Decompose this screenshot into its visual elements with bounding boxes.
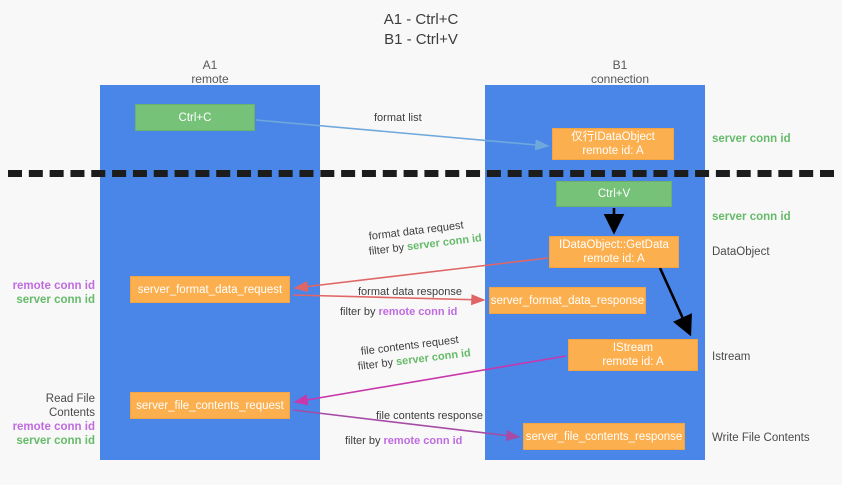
box-ctrl-v-label: Ctrl+V — [597, 188, 631, 200]
label-server-conn-id-left-2: server conn id — [16, 435, 95, 447]
label-remote-conn-id-1: remote conn id — [12, 280, 95, 292]
note-remote-conn-id-2: remote conn id — [383, 435, 463, 447]
box-server-format-data-response-label: server_format_data_response — [490, 294, 645, 307]
note-remote-conn-id-1: remote conn id — [378, 306, 458, 318]
box-server-file-contents-response[interactable]: server_file_contents_response — [523, 423, 685, 450]
box-server-format-data-response[interactable]: server_format_data_response — [489, 287, 646, 314]
label-istream: Istream — [712, 351, 751, 363]
note-filter-by-3: filter by — [357, 356, 394, 373]
label-remote-conn-id-2: remote conn id — [12, 421, 95, 433]
column-header-a1: A1 remote — [130, 58, 290, 86]
box-getdata-line1: IDataObject::GetData — [559, 239, 669, 251]
phase-divider — [8, 170, 834, 177]
box-server-format-data-request[interactable]: server_format_data_request — [130, 276, 290, 303]
column-header-b1-name: B1 — [612, 58, 628, 72]
box-ctrl-c-label: Ctrl+C — [178, 111, 212, 124]
box-server-format-data-request-label: server_format_data_request — [137, 283, 283, 296]
title-line-2: B1 - Ctrl+V — [384, 31, 458, 48]
box-ctrl-c[interactable]: Ctrl+C — [135, 104, 255, 131]
box-getdata-line2: remote id: A — [583, 253, 645, 265]
box-idataobject-line2: remote id: A — [582, 145, 644, 157]
label-server-conn-id-2: server conn id — [712, 211, 791, 223]
box-istream-line2: remote id: A — [602, 356, 664, 368]
note-format-data-response-filter: filter by remote conn id — [340, 305, 457, 320]
label-conn-ids-group-2: Read File Contents remote conn id server… — [0, 392, 95, 448]
box-istream-line1: IStream — [612, 342, 654, 354]
box-idataobject[interactable]: 仅行IDataObject remote id: A — [552, 128, 674, 160]
column-header-a1-role: remote — [191, 72, 229, 86]
note-filter-by-4: filter by — [345, 435, 381, 447]
box-server-file-contents-request-label: server_file_contents_request — [136, 399, 284, 412]
page-title: A1 - Ctrl+C B1 - Ctrl+V — [0, 10, 842, 50]
column-header-b1-role: connection — [590, 72, 650, 86]
column-header-b1: B1 connection — [540, 58, 700, 86]
note-file-contents-response: file contents response — [376, 410, 484, 422]
box-server-file-contents-response-label: server_file_contents_response — [525, 430, 683, 443]
note-format-list: format list — [374, 112, 422, 124]
label-server-conn-id-1: server conn id — [712, 133, 791, 145]
note-file-contents-response-filter: filter by remote conn id — [345, 434, 462, 449]
note-filter-by-2: filter by — [340, 306, 376, 318]
label-dataobject: DataObject — [712, 246, 770, 258]
box-ctrl-v[interactable]: Ctrl+V — [556, 181, 672, 207]
label-conn-ids-group-1: remote conn id server conn id — [0, 279, 95, 307]
note-filter-by-1: filter by — [368, 241, 405, 258]
column-header-a1-name: A1 — [202, 58, 218, 72]
note-format-data-response: format data response — [358, 286, 462, 298]
label-read-file-contents: Read File Contents — [45, 393, 95, 419]
box-istream[interactable]: IStream remote id: A — [568, 339, 698, 371]
box-idataobject-getdata[interactable]: IDataObject::GetData remote id: A — [549, 236, 679, 268]
title-line-1: A1 - Ctrl+C — [383, 11, 459, 28]
box-idataobject-line1: 仅行IDataObject — [571, 131, 655, 143]
label-server-conn-id-left-1: server conn id — [16, 294, 95, 306]
label-write-file-contents: Write File Contents — [712, 432, 810, 444]
box-server-file-contents-request[interactable]: server_file_contents_request — [130, 392, 290, 419]
